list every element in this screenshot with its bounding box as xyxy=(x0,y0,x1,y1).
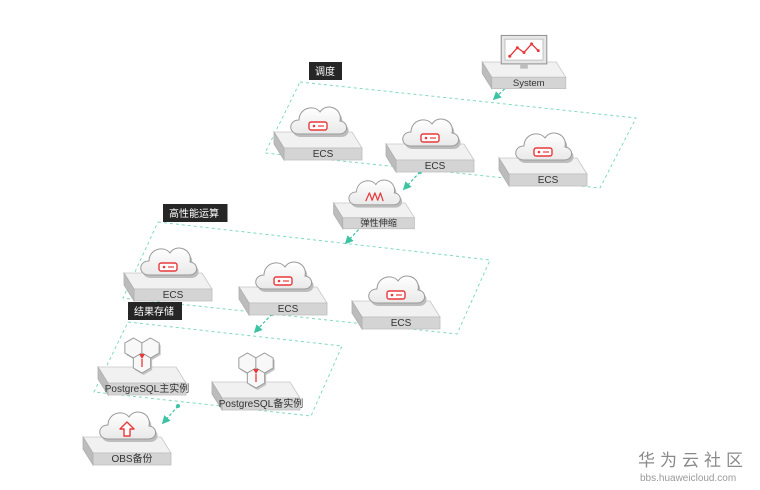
cloud-server-icon xyxy=(402,118,461,149)
cloud-server-icon xyxy=(368,275,427,306)
node-system[interactable]: System xyxy=(481,34,567,90)
group-label-text: 结果存储 xyxy=(134,305,174,318)
connector-origin-dot xyxy=(176,404,180,408)
group-label-text: 高性能运算 xyxy=(169,207,219,220)
connector-line xyxy=(402,171,421,191)
node-autoscaling[interactable]: 弹性伸缩 xyxy=(332,179,416,231)
monitor-chart-icon xyxy=(500,34,548,69)
node-label: ECS xyxy=(391,318,412,329)
hexagon-cluster-icon xyxy=(124,337,161,375)
platform-side xyxy=(97,365,109,397)
cloud-upload-icon xyxy=(99,411,158,442)
node-ecs-a2[interactable]: ECS xyxy=(385,118,475,174)
cloud-server-icon xyxy=(290,106,349,137)
connector-line xyxy=(344,225,363,245)
node-label: ECS xyxy=(538,175,559,186)
node-label: ECS xyxy=(278,304,299,315)
cloud-server-icon xyxy=(255,261,314,292)
node-obs[interactable]: OBS备份 xyxy=(82,411,172,467)
node-label: PostgreSQL主实例 xyxy=(105,382,189,395)
platform-side xyxy=(385,142,397,174)
node-pg-standby[interactable]: PostgreSQL备实例 xyxy=(211,352,303,412)
node-label: ECS xyxy=(313,149,334,160)
group-label-text: 调度 xyxy=(315,65,335,78)
group-label-storage: 结果存储 xyxy=(128,302,182,320)
platform-side xyxy=(123,271,135,303)
connector-line xyxy=(253,313,273,334)
node-ecs-b1[interactable]: ECS xyxy=(123,247,213,303)
cloud-autoscaling-icon xyxy=(348,179,403,208)
group-label-dispatch: 调度 xyxy=(309,62,342,80)
node-ecs-a1[interactable]: ECS xyxy=(273,106,363,162)
node-label: ECS xyxy=(163,290,184,301)
node-label: PostgreSQL备实例 xyxy=(219,397,303,410)
platform-side xyxy=(273,130,285,162)
cloud-server-icon xyxy=(515,132,574,163)
connector-line xyxy=(492,81,513,101)
platform-side xyxy=(333,201,344,231)
platform-side xyxy=(481,60,493,90)
platform-side xyxy=(498,156,510,188)
hexagon-cluster-icon xyxy=(238,352,275,390)
cloud-server-icon xyxy=(140,247,199,278)
watermark-title: 华为云社区 xyxy=(638,451,748,470)
group-label-background xyxy=(309,62,342,80)
watermark: 华为云社区 bbs.huaweicloud.com xyxy=(638,451,748,484)
node-pg-primary[interactable]: PostgreSQL主实例 xyxy=(97,337,189,397)
platform-side xyxy=(82,435,94,467)
node-ecs-b3[interactable]: ECS xyxy=(351,275,441,331)
group-label-hpc: 高性能运算 xyxy=(163,204,228,222)
node-label: 弹性伸缩 xyxy=(360,217,397,228)
node-label: System xyxy=(513,78,545,89)
node-ecs-b2[interactable]: ECS xyxy=(238,261,328,317)
group-label-background xyxy=(163,204,228,222)
watermark-url: bbs.huaweicloud.com xyxy=(640,473,736,484)
connector-line xyxy=(161,405,179,425)
platform-side xyxy=(351,299,363,331)
platform-side xyxy=(238,285,250,317)
node-label: OBS备份 xyxy=(111,452,152,465)
platform-side xyxy=(211,380,223,412)
node-ecs-a3[interactable]: ECS xyxy=(498,132,588,188)
connector-storage-to-obs xyxy=(161,404,180,425)
group-label-background xyxy=(128,302,182,320)
connector-dispatch-to-autoscaling xyxy=(402,170,422,191)
node-label: ECS xyxy=(425,161,446,172)
